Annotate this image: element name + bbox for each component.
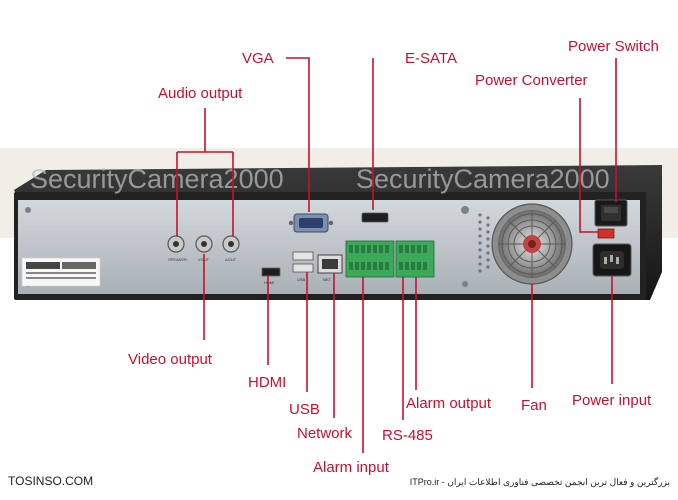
net-caption: NET — [323, 277, 332, 282]
label-vga: VGA — [242, 50, 274, 67]
aout-caption: AOUT — [225, 257, 237, 262]
power-input-socket — [592, 243, 632, 277]
alarm-terminal-blocks — [345, 240, 435, 278]
label-power-converter: Power Converter — [475, 72, 588, 89]
label-fan: Fan — [521, 397, 547, 414]
label-esata: E-SATA — [405, 50, 457, 67]
label-rs485: RS-485 — [382, 427, 433, 444]
footer-site-right: ITPro.ir - بزرگترین و فعال ترین انجمن تخ… — [410, 476, 670, 488]
usb-ports: USB — [292, 251, 314, 282]
network-port: NET — [317, 254, 343, 282]
label-video-output: Video output — [128, 351, 213, 368]
usb-caption: USB — [297, 277, 306, 282]
label-usb: USB — [289, 401, 320, 418]
esata-port — [361, 212, 389, 223]
footer-site-left: TOSINSO.COM — [8, 474, 93, 488]
watermark-left: SecurityCamera2000 — [30, 164, 284, 194]
barcode-sticker — [21, 257, 101, 287]
power-converter — [597, 228, 615, 239]
label-alarm-input: Alarm input — [313, 459, 390, 476]
callout-lines — [176, 57, 617, 453]
label-hdmi: HDMI — [248, 374, 286, 391]
label-audio-output: Audio output — [158, 85, 243, 102]
speaker-bnc-port: SPEAKER — [167, 235, 187, 262]
label-network: Network — [297, 425, 353, 442]
watermark-right: SecurityCamera2000 — [356, 164, 610, 194]
aout-bnc-port: AOUT — [222, 235, 240, 262]
fan-unit — [491, 203, 573, 285]
hdmi-caption: HDMI — [264, 280, 274, 285]
hdmi-port: HDMI — [261, 267, 281, 285]
label-power-switch: Power Switch — [568, 38, 659, 55]
power-switch — [594, 199, 628, 227]
speaker-caption: SPEAKER — [168, 257, 187, 262]
vga-port — [288, 213, 334, 233]
vent-holes — [478, 213, 490, 273]
label-power-input: Power input — [572, 392, 652, 409]
label-alarm-output: Alarm output — [406, 395, 492, 412]
